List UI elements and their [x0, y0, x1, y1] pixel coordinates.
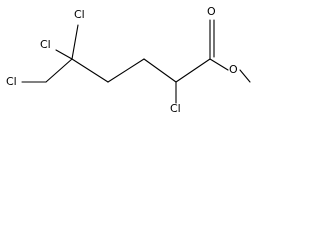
atom-cl-chain-end: Cl: [6, 75, 17, 88]
bond-cq-cl-top: [71, 24, 79, 60]
bond-layer: [21, 19, 251, 104]
structure-diagram: Cl Cl Cl Cl O O: [0, 0, 255, 117]
bond-cq-cl-left: [55, 49, 73, 60]
bond-c4-c3: [107, 58, 145, 83]
bond-c3-c2: [143, 58, 177, 83]
atom-cl-quaternary-left: Cl: [40, 38, 51, 51]
bond-ch2-cq: [45, 58, 73, 83]
bond-c2-c1: [175, 58, 211, 83]
atom-cl-alpha: Cl: [170, 102, 181, 115]
bond-cq-c4: [71, 58, 109, 83]
atom-o-carbonyl: O: [207, 5, 216, 18]
bond-oester-ch3: [239, 69, 251, 83]
atom-cl-quaternary-top: Cl: [74, 8, 85, 21]
atom-o-ester: O: [229, 63, 238, 76]
bond-c1-oester: [209, 58, 229, 71]
